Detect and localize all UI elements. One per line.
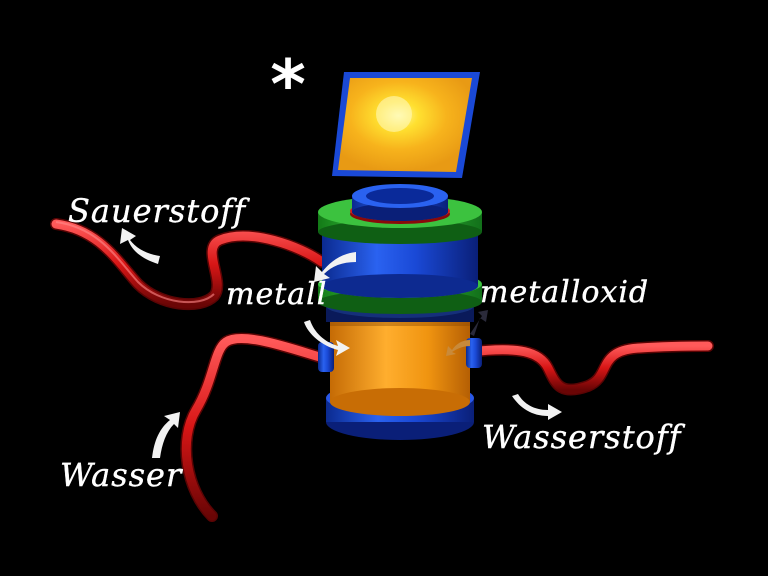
label-metalloxid: metalloxid: [480, 275, 649, 310]
flow-arrow-icon: [304, 320, 350, 356]
flow-arrow-icon: [120, 228, 160, 264]
flow-arrows: [120, 228, 562, 458]
reactor-cylinder: [318, 184, 482, 440]
flow-arrow-icon: [152, 412, 180, 458]
flow-arrow-icon: [470, 310, 488, 336]
label-wasserstoff: Wasserstoff: [482, 418, 686, 456]
pipe-hydrogen: [464, 340, 714, 396]
label-wasser: Wasser: [60, 456, 183, 494]
pipe-water: [180, 332, 336, 522]
label-sauerstoff: Sauerstoff: [68, 192, 250, 230]
star-icon: *: [270, 46, 306, 125]
pipe-oxygen: [50, 218, 328, 311]
label-metall: metall: [226, 277, 327, 312]
flow-arrow-icon: [446, 340, 470, 356]
flow-arrow-icon: [314, 252, 356, 282]
flow-arrow-icon: [512, 394, 562, 420]
reactor-lid: [332, 72, 480, 178]
sun-glow-icon: [376, 96, 412, 132]
